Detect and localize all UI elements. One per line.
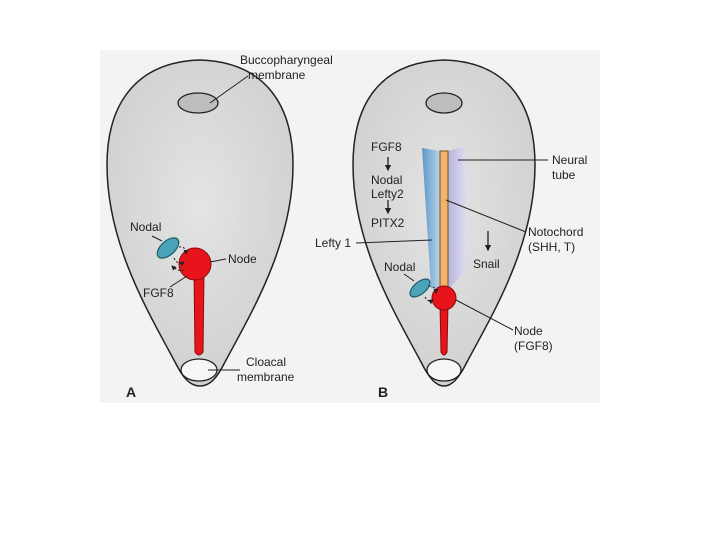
- label-buccopharyngeal-1: Buccopharyngeal: [240, 53, 333, 67]
- label-nodal-b: Nodal: [384, 260, 415, 274]
- node-b: [431, 285, 457, 311]
- label-lefty1: Lefty 1: [315, 236, 351, 250]
- primitive-streak-b: [439, 303, 449, 356]
- label-neural-tube-1: Neural: [552, 153, 587, 167]
- label-node-b-2: (FGF8): [514, 339, 553, 353]
- cascade-label-nodal: Nodal: [371, 173, 402, 187]
- cascade-label-fgf8: FGF8: [371, 140, 402, 154]
- panel-letter-b: B: [378, 384, 388, 400]
- panel-b: FGF8 Nodal Lefty2 PITX2 Lefty 1 Nodal Sn…: [315, 59, 587, 400]
- panel-letter-a: A: [126, 384, 136, 400]
- leader-node-b: [455, 299, 514, 331]
- lefty1-band: [422, 148, 440, 290]
- label-node-a: Node: [228, 252, 257, 266]
- cascade-label-pitx2: PITX2: [371, 216, 405, 230]
- label-node-b-1: Node: [514, 324, 543, 338]
- label-neural-tube-2: tube: [552, 168, 576, 182]
- node-a: [178, 247, 212, 281]
- label-notochord-1: Notochord: [528, 225, 583, 239]
- label-cloacal-1: Cloacal: [246, 355, 286, 369]
- leader-node-a: [209, 258, 227, 263]
- nodal-dashed-arrow-2: [178, 246, 189, 255]
- leader-fgf8-a: [169, 275, 188, 288]
- neural-tube: [448, 146, 466, 290]
- label-cloacal-2: membrane: [237, 370, 295, 384]
- label-snail: Snail: [473, 257, 500, 271]
- embryo-outline-a: [106, 59, 294, 387]
- notochord: [439, 150, 449, 291]
- cloacal-membrane-b: [426, 358, 462, 382]
- nodal-dashed-arrow-3: [171, 265, 185, 271]
- leader-nodal-a: [151, 235, 163, 242]
- buccopharyngeal-membrane-b: [425, 92, 463, 114]
- label-fgf8-a: FGF8: [143, 286, 174, 300]
- label-notochord-2: (SHH, T): [528, 240, 575, 254]
- leader-nodal-b: [403, 273, 415, 282]
- panel-a: Buccopharyngeal membrane Nodal Node FGF8…: [106, 53, 333, 400]
- nodal-dashed-arrow-1: [173, 257, 185, 267]
- nodal-cells-b: [409, 278, 431, 298]
- nodal-dashed-arrow-b1: [424, 296, 434, 305]
- primitive-streak-a: [193, 271, 205, 356]
- label-buccopharyngeal-2: membrane: [248, 68, 306, 82]
- buccopharyngeal-membrane-a: [177, 92, 219, 114]
- leader-lefty1: [355, 239, 433, 244]
- nodal-cells-a: [156, 237, 180, 259]
- cascade-label-lefty2: Lefty2: [371, 187, 404, 201]
- label-nodal-a: Nodal: [130, 220, 161, 234]
- leader-buccopharyngeal: [209, 75, 249, 104]
- leader-notochord: [445, 199, 527, 233]
- nodal-dashed-arrow-b2: [428, 285, 439, 294]
